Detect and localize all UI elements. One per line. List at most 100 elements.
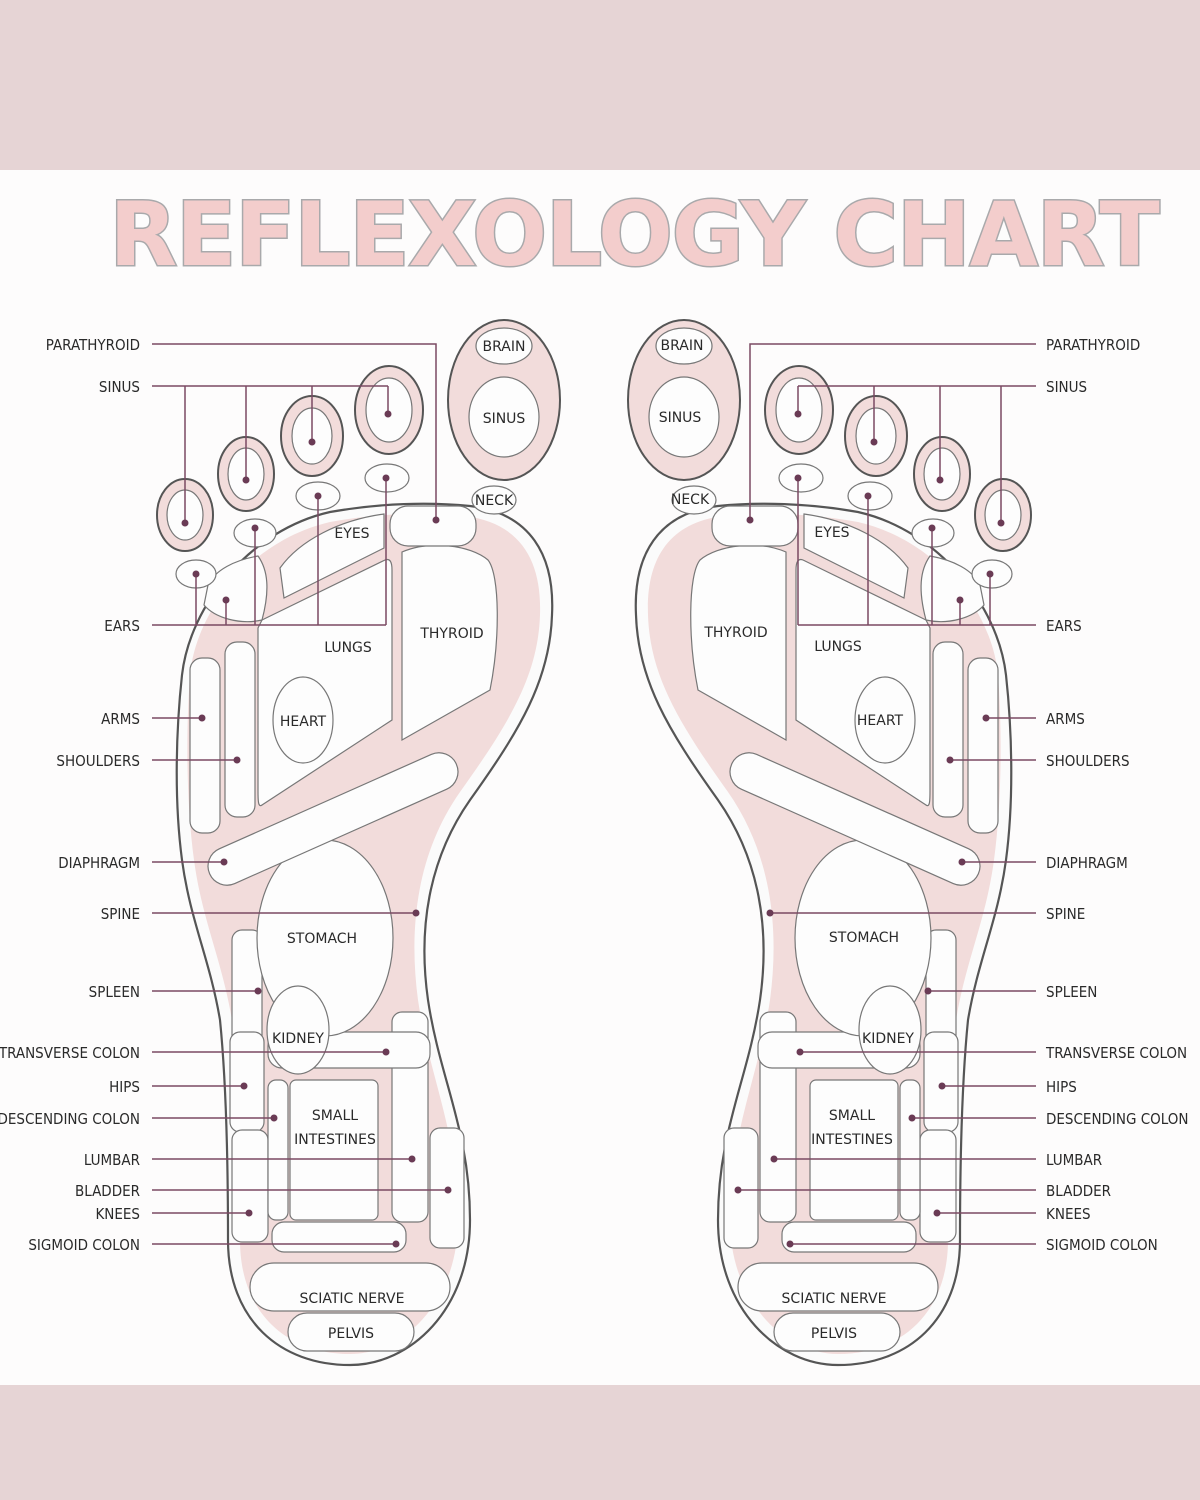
right-toe-3-sinus [855, 407, 897, 465]
left-sciatic-nerve-zone [249, 1262, 451, 1312]
right-heart-label: HEART [857, 713, 904, 729]
left-arms-zone [189, 657, 221, 834]
right-knees-zone [919, 1129, 957, 1243]
right-sinus-dot-3 [870, 438, 878, 446]
top-band [0, 0, 1200, 170]
left-spine-dot [412, 909, 420, 917]
right-sinus-zone [648, 376, 720, 458]
right-kidney-zone [858, 985, 922, 1075]
right-eyes-label: EYES [814, 525, 849, 541]
right-ears-label: EARS [1046, 617, 1082, 635]
right-sigmoid-colon-label: SIGMOID COLON [1046, 1236, 1158, 1254]
right-heart-zone [854, 676, 916, 764]
left-parathyroid-leader [152, 343, 437, 520]
right-arms-zone [967, 657, 999, 834]
left-labels: PARATHYROID SINUS EARS ARMS SHOULDERS DI… [0, 336, 140, 1254]
left-ears-dot-2 [222, 596, 230, 604]
right-small-label: SMALL [829, 1108, 875, 1124]
left-hips-label: HIPS [109, 1078, 140, 1096]
left-descending-colon-label: DESCENDING COLON [0, 1110, 140, 1128]
right-sciatic-nerve-zone [737, 1262, 939, 1312]
left-heart-label: HEART [280, 714, 327, 730]
left-shoulders-label: SHOULDERS [56, 752, 140, 770]
left-sinus-dot-4 [242, 476, 250, 484]
left-spleen-label: SPLEEN [89, 983, 140, 1001]
left-sinus-dot-3 [308, 438, 316, 446]
right-spleen-label: SPLEEN [1046, 983, 1097, 1001]
left-parathyroid-dot [432, 516, 440, 524]
left-kidney-zone [266, 985, 330, 1075]
right-sinus-label: SINUS [659, 410, 702, 426]
right-diaphragm-zone [729, 752, 981, 886]
left-knees-dot [245, 1209, 253, 1217]
right-parathyroid-dot [746, 516, 754, 524]
left-hips-zone [229, 1031, 265, 1133]
right-small-intestines-zone [809, 1079, 899, 1221]
left-diaphragm-zone [207, 752, 459, 886]
left-shoulders-zone [224, 641, 256, 818]
left-ears-dot-5 [382, 474, 390, 482]
left-sinus-dot-2 [384, 410, 392, 418]
left-stomach-label: STOMACH [287, 931, 357, 947]
right-toe-2-sinus [775, 377, 823, 443]
right-sinus-label: SINUS [1046, 378, 1087, 396]
right-toe-4-sinus [923, 447, 961, 501]
left-sigmoid-colon-label: SIGMOID COLON [28, 1236, 140, 1254]
right-transverse-colon-label: TRANSVERSE COLON [1045, 1044, 1187, 1062]
right-ears-dot-5 [794, 474, 802, 482]
right-bladder-dot [734, 1186, 742, 1194]
right-brain-label: BRAIN [661, 338, 704, 354]
right-lungs-label: LUNGS [814, 639, 862, 655]
right-shoulders-zone [932, 641, 964, 818]
left-sigmoid-colon-dot [392, 1240, 400, 1248]
left-arms-dot [198, 714, 206, 722]
right-shoulders-label: SHOULDERS [1046, 752, 1130, 770]
left-ears-label: EARS [104, 617, 140, 635]
left-thyroid-label: THYROID [419, 626, 483, 642]
right-bladder-label: BLADDER [1046, 1182, 1111, 1200]
left-diaphragm-dot [220, 858, 228, 866]
right-neck-zone [671, 485, 717, 515]
left-sinus-zone [468, 376, 540, 458]
right-bladder-zone [723, 1127, 759, 1249]
right-ears-dot-4 [864, 492, 872, 500]
right-toe-4-base [911, 518, 955, 548]
left-toe-2-sinus [365, 377, 413, 443]
right-foot [627, 319, 1032, 1367]
left-descending-colon-dot [270, 1114, 278, 1122]
left-transverse-colon-dot [382, 1048, 390, 1056]
right-brain-zone [655, 327, 713, 365]
left-sinus-label: SINUS [99, 378, 140, 396]
left-sinus-dot-5 [181, 519, 189, 527]
left-parathyroid-zone [389, 505, 477, 547]
left-spleen-dot [254, 987, 262, 995]
right-intestines-label: INTESTINES [811, 1132, 893, 1148]
right-lumbar-label: LUMBAR [1046, 1151, 1102, 1169]
right-hips-label: HIPS [1046, 1078, 1077, 1096]
left-neck-zone [471, 485, 517, 515]
left-ears-dot-4 [314, 492, 322, 500]
left-pelvis-label: PELVIS [328, 1326, 374, 1342]
right-leader-lines [734, 343, 1036, 1248]
right-neck-label: NECK [671, 492, 710, 508]
left-brain-zone [475, 327, 533, 365]
left-eyes-zone [279, 513, 385, 599]
left-ears-dot-3 [251, 524, 259, 532]
right-pelvis-zone [773, 1312, 901, 1352]
right-kidney-label: KIDNEY [862, 1031, 914, 1047]
left-ears-zone [203, 555, 268, 623]
right-lumbar-dot [770, 1155, 778, 1163]
left-sigmoid-colon-zone [271, 1221, 407, 1253]
left-kidney-label: KIDNEY [272, 1031, 324, 1047]
left-neck-label: NECK [475, 493, 514, 509]
right-arms-dot [982, 714, 990, 722]
right-spine-dot [766, 909, 774, 917]
right-knees-label: KNEES [1046, 1205, 1091, 1223]
right-descending-colon-label: DESCENDING COLON [1046, 1110, 1188, 1128]
right-parathyroid-leader [749, 343, 1036, 520]
right-thyroid-label: THYROID [703, 625, 767, 641]
right-sigmoid-colon-dot [786, 1240, 794, 1248]
left-bladder-label: BLADDER [75, 1182, 140, 1200]
left-small-label: SMALL [312, 1108, 358, 1124]
